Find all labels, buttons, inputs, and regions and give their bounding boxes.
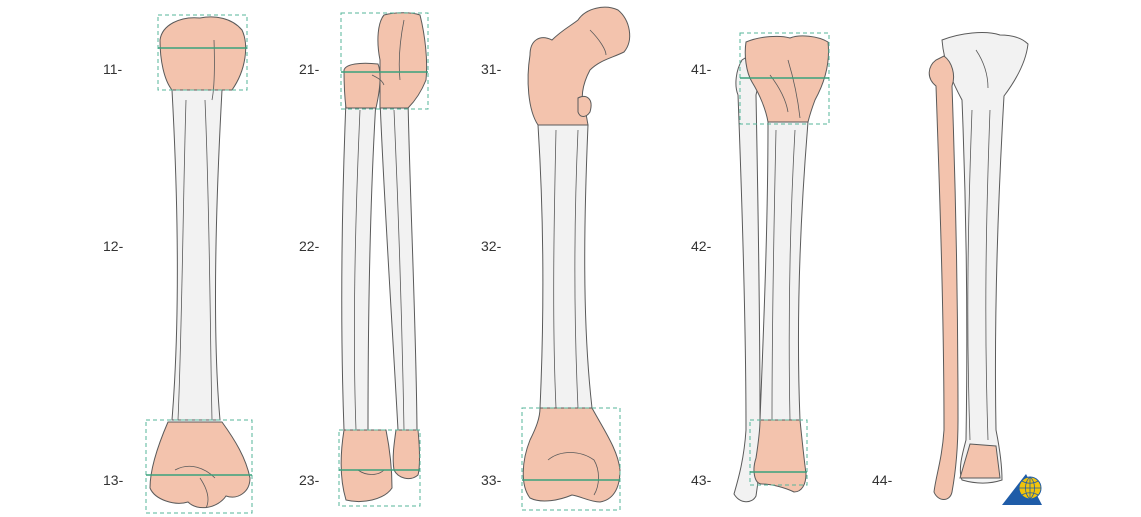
- radius-proximal-end: [344, 63, 380, 108]
- tibia-proximal-end: [745, 36, 828, 122]
- label-21: 21-: [299, 61, 320, 77]
- label-42: 42-: [691, 238, 712, 254]
- femur: [522, 7, 630, 510]
- radius-shaft: [342, 100, 376, 430]
- tibia-shaft: [760, 122, 808, 420]
- ulna-distal-end: [393, 430, 419, 479]
- label-11: 11-: [103, 61, 123, 77]
- humerus-head: [160, 17, 246, 90]
- label-23: 23-: [299, 472, 320, 488]
- femur-shaft: [538, 125, 592, 408]
- ulna-proximal-end: [378, 13, 427, 108]
- label-44: 44-: [872, 472, 893, 488]
- label-31: 31-: [481, 61, 502, 77]
- humerus-distal-end: [150, 422, 250, 508]
- radius-ulna: [339, 13, 428, 506]
- label-32: 32-: [481, 238, 502, 254]
- humerus: [146, 15, 252, 513]
- label-43: 43-: [691, 472, 712, 488]
- fibula-shaft-ghost: [734, 55, 761, 502]
- ao-foundation-logo-icon: [1002, 474, 1042, 505]
- tibia-distal-end: [754, 420, 806, 492]
- label-12: 12-: [103, 238, 124, 254]
- label-41: 41-: [691, 61, 712, 77]
- tibia-with-fibula: [734, 33, 829, 502]
- ulna-shaft: [380, 100, 417, 430]
- label-13: 13-: [103, 472, 124, 488]
- femur-lesser-trochanter: [578, 97, 591, 117]
- fibula-shaft: [929, 56, 958, 500]
- label-22: 22-: [299, 238, 320, 254]
- femur-distal-end: [523, 408, 620, 502]
- fibula-with-tibia: [929, 33, 1028, 500]
- radius-distal-end: [341, 430, 392, 502]
- label-33: 33-: [481, 472, 502, 488]
